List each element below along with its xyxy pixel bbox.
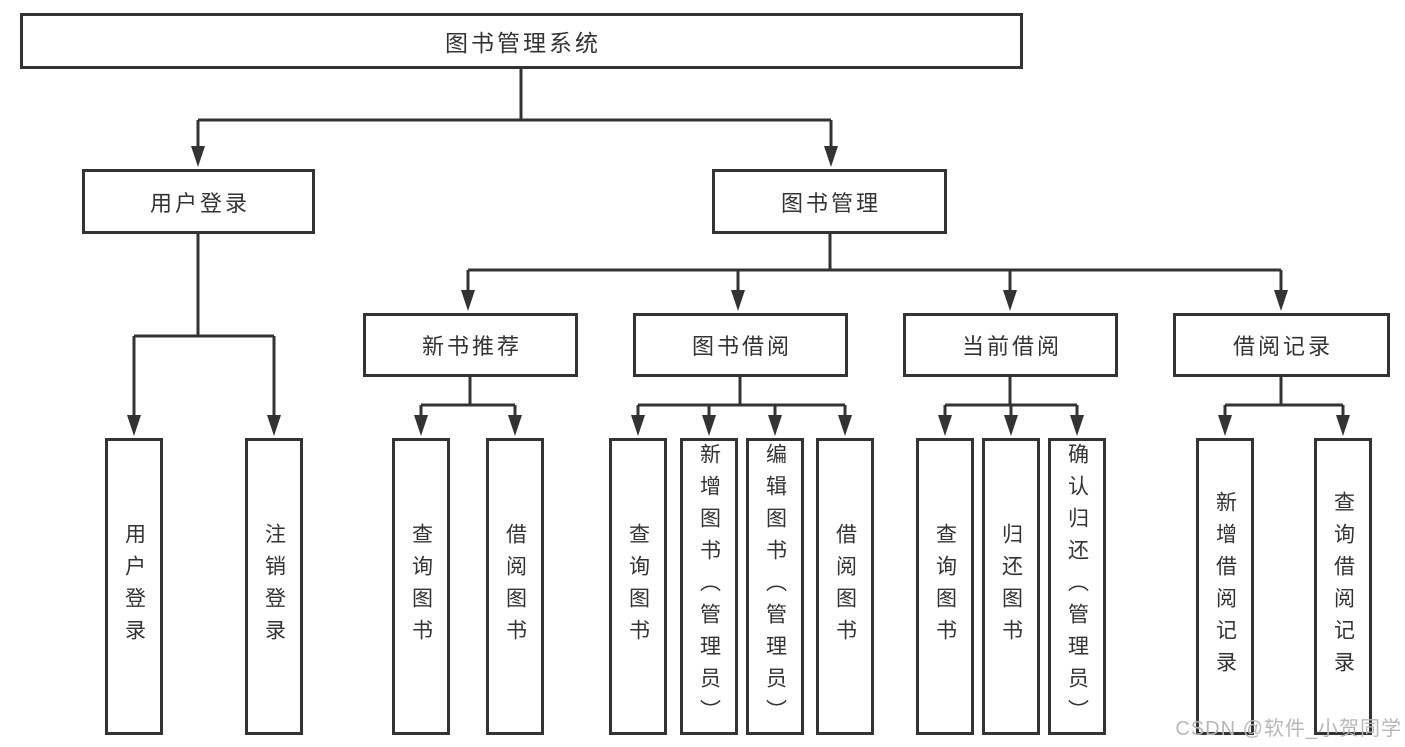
node-label: 新增图书（管理员） [697, 442, 721, 731]
node-leaf-query-borrow-record: 查询借阅记录 [1314, 438, 1372, 735]
node-leaf-add-books-admin: 新增图书（管理员） [680, 438, 738, 735]
node-book-management: 图书管理 [712, 169, 947, 234]
node-label: 借阅图书 [833, 522, 857, 651]
node-user-login: 用户登录 [82, 169, 315, 234]
node-leaf-user-login: 用户登录 [105, 438, 163, 735]
node-leaf-edit-books-admin: 编辑图书（管理员） [746, 438, 804, 735]
node-book-borrowing: 图书借阅 [633, 313, 848, 377]
node-leaf-logout: 注销登录 [245, 438, 303, 735]
node-leaf-add-borrow-record: 新增借阅记录 [1196, 438, 1254, 735]
node-borrowing-records: 借阅记录 [1173, 313, 1390, 377]
node-label: 当前借阅 [961, 334, 1062, 359]
node-label: 借阅记录 [1232, 334, 1333, 359]
node-leaf-confirm-return-admin: 确认归还（管理员） [1048, 438, 1106, 735]
node-label: 注销登录 [262, 522, 286, 651]
node-leaf-borrow-books-recommend: 借阅图书 [486, 438, 544, 735]
node-label: 查询图书 [933, 522, 957, 651]
node-current-borrowing: 当前借阅 [903, 313, 1118, 377]
node-leaf-return-books: 归还图书 [982, 438, 1040, 735]
node-label: 查询图书 [626, 522, 650, 651]
node-leaf-borrow-books-borrowing: 借阅图书 [816, 438, 874, 735]
node-label: 确认归还（管理员） [1065, 442, 1089, 731]
watermark: CSDN @软件_小贺同学 [1175, 718, 1402, 740]
node-label: 归还图书 [999, 522, 1023, 651]
node-label: 用户登录 [149, 190, 250, 216]
node-label: 图书借阅 [691, 334, 792, 359]
node-label: 新书推荐 [421, 334, 522, 359]
node-label: 编辑图书（管理员） [763, 442, 787, 731]
node-label: 图书管理系统 [445, 30, 601, 56]
node-label: 借阅图书 [503, 522, 527, 651]
node-root-library-system: 图书管理系统 [20, 13, 1023, 69]
node-label: 用户登录 [122, 522, 146, 651]
node-leaf-query-books-current: 查询图书 [916, 438, 974, 735]
node-label: 图书管理 [780, 190, 881, 216]
node-label: 新增借阅记录 [1213, 490, 1237, 683]
node-label: 查询借阅记录 [1331, 490, 1355, 683]
node-label: 查询图书 [409, 522, 433, 651]
node-leaf-query-books-recommend: 查询图书 [392, 438, 450, 735]
node-new-book-recommend: 新书推荐 [363, 313, 578, 377]
node-leaf-query-books-borrowing: 查询图书 [609, 438, 667, 735]
